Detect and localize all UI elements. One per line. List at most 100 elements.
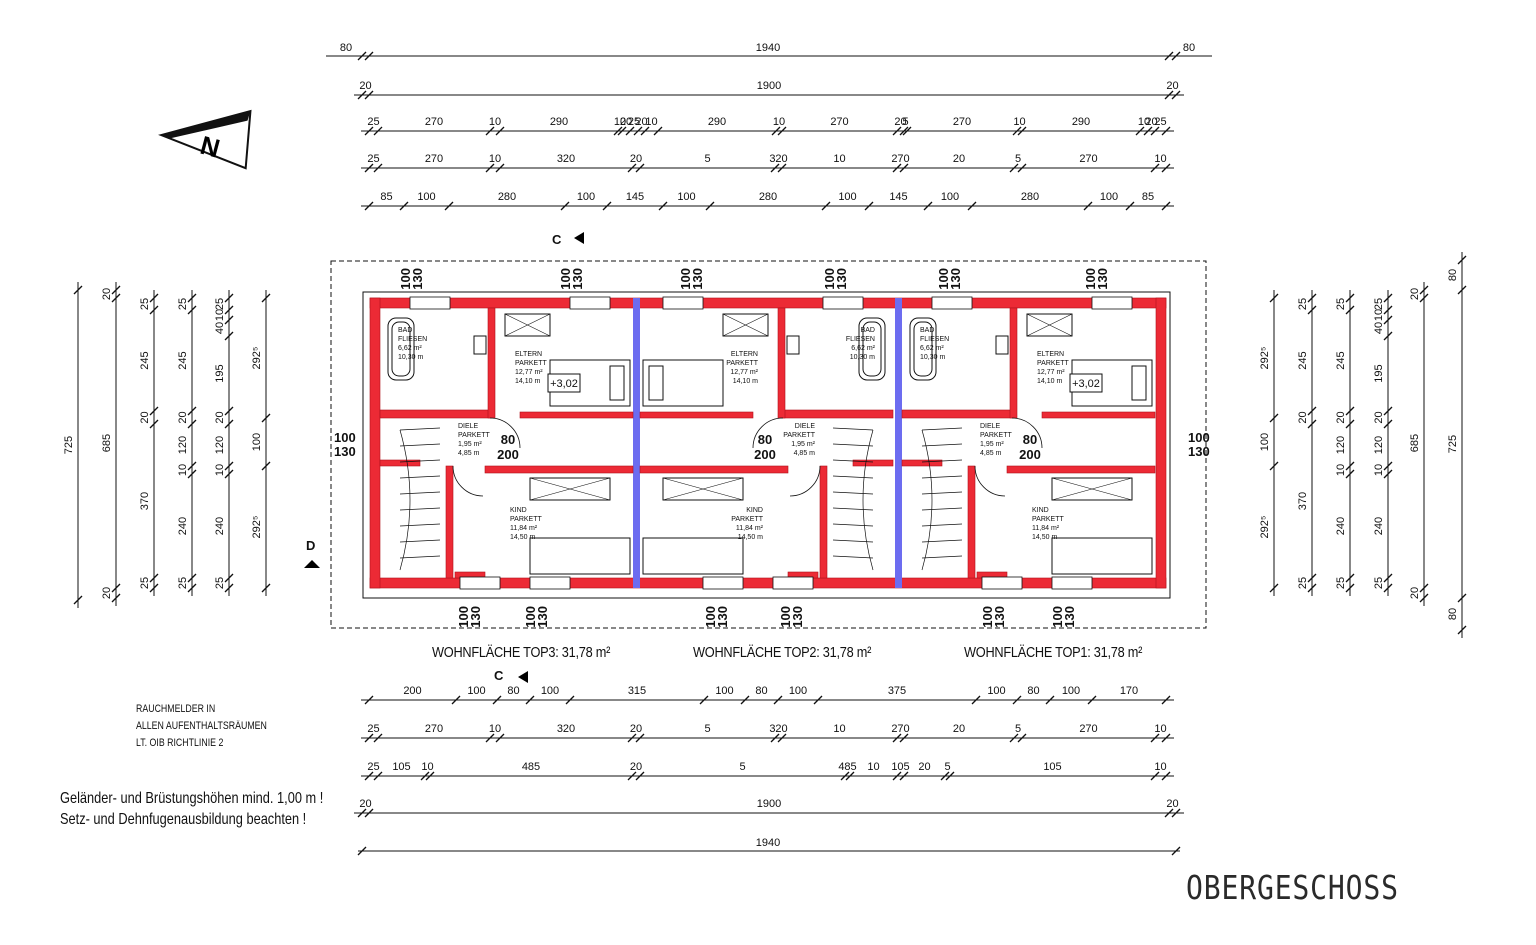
dim-bottom-r2-tick xyxy=(364,733,374,743)
dim-right-c3-label: 20 xyxy=(1335,411,1347,423)
expansion-joint-note: Setz- und Dehnfugenausbildung beachten ! xyxy=(60,811,307,828)
dim-right-c4-tick xyxy=(1383,469,1393,479)
bath-wall-east xyxy=(777,307,786,419)
door-swing xyxy=(489,417,521,449)
dim-top-r3-label: 25 xyxy=(367,116,379,128)
section-mark-left: D xyxy=(306,538,315,553)
room-label-parents: 12,77 m² xyxy=(1037,369,1065,376)
room-label-hall: PARKETT xyxy=(783,432,815,439)
dim-bottom-r1-label: 200 xyxy=(403,685,421,697)
dim-bottom-r3-label: 20 xyxy=(918,761,930,773)
dim-left-c4-tick xyxy=(187,461,197,471)
dim-right-c1-tick xyxy=(1269,461,1279,471)
window-width-label: 100 xyxy=(523,606,538,628)
outer-wall-east xyxy=(1155,297,1167,589)
dim-top-r3-tick xyxy=(485,126,495,136)
dim-bottom-r1-tick xyxy=(773,695,783,705)
drawing-title: OBERGESCHOSS xyxy=(1186,868,1399,907)
dim-right-c3-label: 240 xyxy=(1335,517,1347,535)
dim-left-c5-label: 40 xyxy=(214,322,226,334)
dim-top-r5-tick xyxy=(864,201,874,211)
door-height-label: 200 xyxy=(1019,447,1041,462)
child-wardrobe xyxy=(529,477,611,501)
bed-pillow xyxy=(1131,365,1147,401)
section-arrow-bottom xyxy=(518,671,528,683)
outer-wall-west xyxy=(369,297,381,589)
dim-bottom-r1-tick xyxy=(525,695,535,705)
bathtub xyxy=(858,317,886,381)
stair-tread xyxy=(921,427,963,431)
dim-bottom-r3-label: 25 xyxy=(367,761,379,773)
dim-top-r3-label: 10 xyxy=(614,116,626,128)
child-wardrobe xyxy=(1051,477,1133,501)
dim-bottom-r3-tick xyxy=(1161,771,1171,781)
dim-bottom-r2-label: 5 xyxy=(704,723,710,735)
dim-top-r5-label: 280 xyxy=(759,191,777,203)
dim-right-c5-label: 20 xyxy=(1409,288,1421,300)
room-label-parents: PARKETT xyxy=(1037,360,1069,367)
stair-tread xyxy=(832,555,874,559)
room-label-parents: 14,10 m xyxy=(1037,378,1062,385)
door-swing xyxy=(789,465,821,497)
bed xyxy=(642,359,724,407)
dim-bottom-r4-label: 20 xyxy=(359,798,371,810)
dim-right-c5-tick xyxy=(1419,285,1429,295)
section-arrow-left xyxy=(304,560,320,568)
dim-left-c3-tick xyxy=(149,583,159,593)
dim-bottom-r2-label: 25 xyxy=(367,723,379,735)
roof-outline xyxy=(330,260,1207,629)
child-wardrobe-cross xyxy=(1051,477,1133,501)
dim-left-c4-label: 20 xyxy=(177,411,189,423)
dim-top-r4-label: 20 xyxy=(630,153,642,165)
dim-right-c4-label: 25 xyxy=(1373,298,1385,310)
dim-bottom-r1-label: 100 xyxy=(467,685,485,697)
dim-right-c3-label: 25 xyxy=(1335,298,1347,310)
dim-top-r4-tick xyxy=(635,163,645,173)
bath-wall-south xyxy=(901,409,1015,419)
dim-bottom-r1-label: 100 xyxy=(715,685,733,697)
dim-top-r4-tick xyxy=(770,163,780,173)
wardrobe-cross xyxy=(504,313,551,337)
dim-bottom-r1-label: 100 xyxy=(541,685,559,697)
dim-bottom-r2-tick xyxy=(627,733,637,743)
stair-tread xyxy=(832,507,874,511)
stair-tread xyxy=(832,523,874,527)
dim-top-r3-label: 20 xyxy=(1145,116,1157,128)
dim-top-r2-label: 20 xyxy=(359,80,371,92)
dim-right-c2-tick xyxy=(1307,406,1317,416)
dim-bottom-r5-label: 1940 xyxy=(756,837,780,849)
dim-bottom-r3-label: 105 xyxy=(1043,761,1061,773)
dim-left-c5-label: 240 xyxy=(214,517,226,535)
dim-bottom-r3-label: 105 xyxy=(891,761,909,773)
dim-bottom-r1-label: 80 xyxy=(507,685,519,697)
dim-right-c4-label: 40 xyxy=(1373,322,1385,334)
dim-right-c2-tick xyxy=(1307,305,1317,315)
dim-bottom-r1-tick xyxy=(1012,695,1022,705)
dim-right-c4-tick xyxy=(1383,331,1393,341)
door-swing xyxy=(1011,417,1043,449)
dim-top-r5-label: 100 xyxy=(1100,191,1118,203)
dim-top-r3-label: 20 xyxy=(620,116,632,128)
room-label-child: 11,84 m² xyxy=(1032,525,1060,532)
dim-top-r4-label: 10 xyxy=(489,153,501,165)
room-label-child: KIND xyxy=(746,507,763,514)
dim-top-r4-label: 270 xyxy=(891,153,909,165)
dim-left-c3-label: 245 xyxy=(139,351,151,369)
window-height-label: 130 xyxy=(1095,268,1110,290)
dim-left-c2-label: 685 xyxy=(101,434,113,452)
dim-right-c3-label: 245 xyxy=(1335,351,1347,369)
wardrobe xyxy=(504,313,551,337)
dim-top-r5-tick xyxy=(560,201,570,211)
dim-bottom-r1-tick xyxy=(971,695,981,705)
room-label-child: PARKETT xyxy=(731,516,763,523)
dim-right-c3-label: 25 xyxy=(1335,577,1347,589)
room-label-child: 14,50 m xyxy=(1032,534,1057,541)
dim-top-r2-label: 20 xyxy=(1166,80,1178,92)
dim-top-r5-label: 100 xyxy=(941,191,959,203)
dim-top-r5-label: 85 xyxy=(1142,191,1154,203)
dim-right-c6-label: 80 xyxy=(1447,269,1459,281)
dim-right-c4-tick xyxy=(1383,293,1393,303)
dim-left-c5-tick xyxy=(224,469,234,479)
dim-bottom-r2-tick xyxy=(1150,733,1160,743)
dim-top-r3-tick xyxy=(633,126,643,136)
